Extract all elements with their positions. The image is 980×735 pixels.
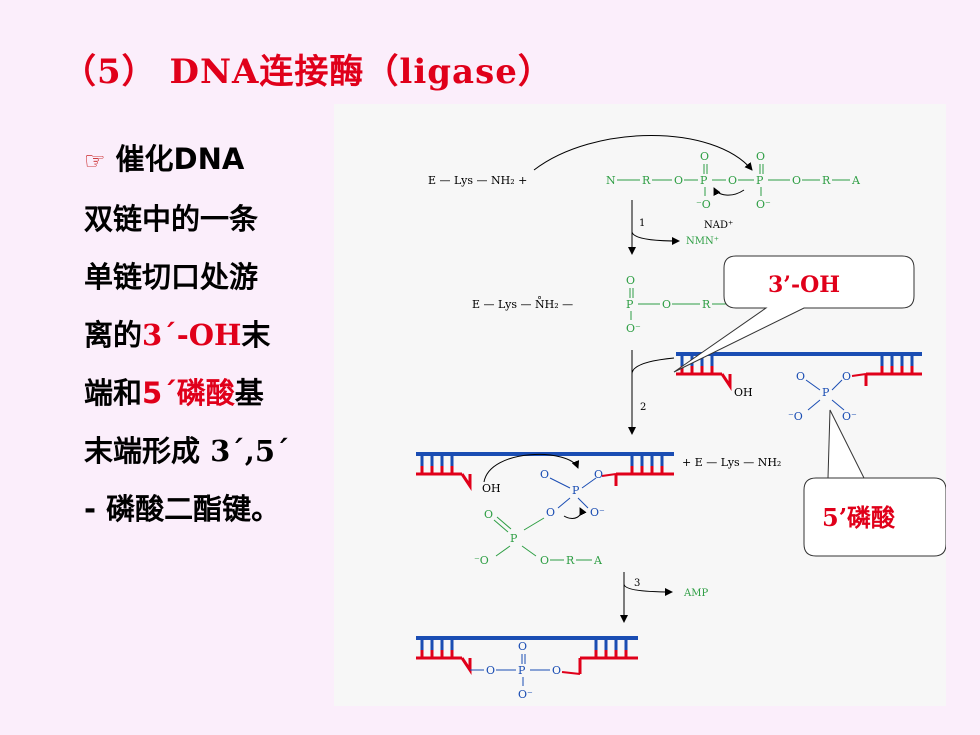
svg-text:A: A	[851, 174, 861, 187]
svg-text:R: R	[822, 174, 831, 187]
svg-text:O: O	[728, 174, 737, 187]
svg-text:5’磷酸: 5’磷酸	[822, 503, 896, 532]
svg-text:O⁻: O⁻	[518, 688, 533, 701]
bullet-line-7: - 磷酸二酯键。	[84, 492, 281, 526]
svg-text:⁻O: ⁻O	[474, 554, 489, 567]
svg-text:O⁻: O⁻	[590, 506, 605, 519]
reaction-row-1: E — Lys — NH₂ + N R O P O ⁻O O P O O⁻ O …	[428, 135, 861, 211]
svg-text:R: R	[642, 174, 651, 187]
svg-text:O: O	[662, 298, 671, 311]
svg-text:O: O	[518, 640, 527, 653]
svg-text:A: A	[593, 554, 603, 567]
svg-text:P: P	[510, 532, 518, 545]
nicked-dna: OH O O P ⁻O O⁻	[676, 352, 922, 423]
svg-text:O: O	[552, 664, 561, 677]
pointing-hand-icon: ☞	[84, 147, 106, 175]
svg-text:P: P	[756, 174, 764, 187]
svg-text:NAD⁺: NAD⁺	[704, 220, 733, 231]
bullet-line-5: 端和5´磷酸基	[84, 376, 264, 410]
svg-text:3: 3	[634, 578, 640, 589]
svg-text:+ E — Lys — NH₂: + E — Lys — NH₂	[682, 456, 781, 469]
svg-text:E — Lys — NH₂ +: E — Lys — NH₂ +	[428, 174, 527, 187]
svg-text:O: O	[756, 150, 765, 163]
svg-text:O: O	[486, 664, 495, 677]
bullet-line-2: 双链中的一条	[84, 202, 259, 236]
svg-text:O: O	[626, 274, 635, 287]
callout-5-phosphate: 5’磷酸	[803, 409, 946, 557]
svg-text:O: O	[700, 150, 709, 163]
svg-text:N: N	[606, 174, 616, 187]
step-2-arrow: 2	[628, 350, 675, 435]
bullet-line-1: ☞催化DNA	[84, 142, 245, 176]
adenylated-intermediate: OH O O P O⁻ O P O ⁻O O R	[416, 452, 781, 567]
step-1-arrow: 1 NAD⁺ NMN⁺	[628, 200, 733, 255]
svg-text:⁻O: ⁻O	[788, 410, 803, 423]
svg-text:OH: OH	[482, 482, 501, 495]
svg-text:AMP: AMP	[683, 588, 708, 599]
svg-text:P: P	[822, 386, 830, 399]
svg-text:OH: OH	[734, 386, 753, 399]
svg-text:O: O	[484, 508, 493, 521]
svg-text:R: R	[702, 298, 711, 311]
svg-text:O⁻: O⁻	[756, 198, 771, 211]
sealed-dna: O P O O⁻ O	[416, 636, 638, 701]
reaction-row-2: E — Lys — N̊H₂ — P O O⁻ O R A	[472, 274, 741, 335]
bullet-line-6: 末端形成 3´,5´	[84, 434, 290, 468]
svg-text:O: O	[674, 174, 683, 187]
svg-text:3’-OH: 3’-OH	[768, 272, 840, 298]
bullet-line-3: 单链切口处游	[84, 260, 259, 294]
svg-text:O⁻: O⁻	[842, 410, 857, 423]
svg-text:2: 2	[640, 402, 646, 413]
ligase-mechanism-diagram: E — Lys — NH₂ + N R O P O ⁻O O P O O⁻ O …	[334, 104, 946, 706]
callout-3-oh: 3’-OH	[673, 255, 915, 373]
svg-text:O⁻: O⁻	[626, 322, 641, 335]
bullet-line-4: 离的3´-OH末	[84, 318, 271, 352]
svg-text:⁻O: ⁻O	[696, 198, 711, 211]
svg-text:1: 1	[639, 218, 645, 229]
svg-text:P: P	[626, 298, 634, 311]
svg-text:NMN⁺: NMN⁺	[686, 236, 719, 247]
svg-text:O: O	[540, 468, 549, 481]
svg-text:O: O	[842, 370, 851, 383]
slide-title: （5） DNA连接酶（ligase）	[62, 52, 553, 92]
svg-text:O: O	[546, 506, 555, 519]
step-3-arrow: 3 AMP	[620, 572, 708, 623]
description-text: ☞催化DNA 双链中的一条 单链切口处游 离的3´-OH末 端和5´磷酸基 末端…	[84, 130, 334, 538]
svg-text:O: O	[594, 468, 603, 481]
svg-text:O: O	[540, 554, 549, 567]
svg-text:E — Lys — N̊H₂ —: E — Lys — N̊H₂ —	[472, 296, 573, 311]
svg-text:O: O	[792, 174, 801, 187]
svg-text:O: O	[796, 370, 805, 383]
svg-text:P: P	[518, 664, 526, 677]
svg-text:P: P	[700, 174, 708, 187]
svg-text:P: P	[572, 484, 580, 497]
svg-text:R: R	[566, 554, 575, 567]
